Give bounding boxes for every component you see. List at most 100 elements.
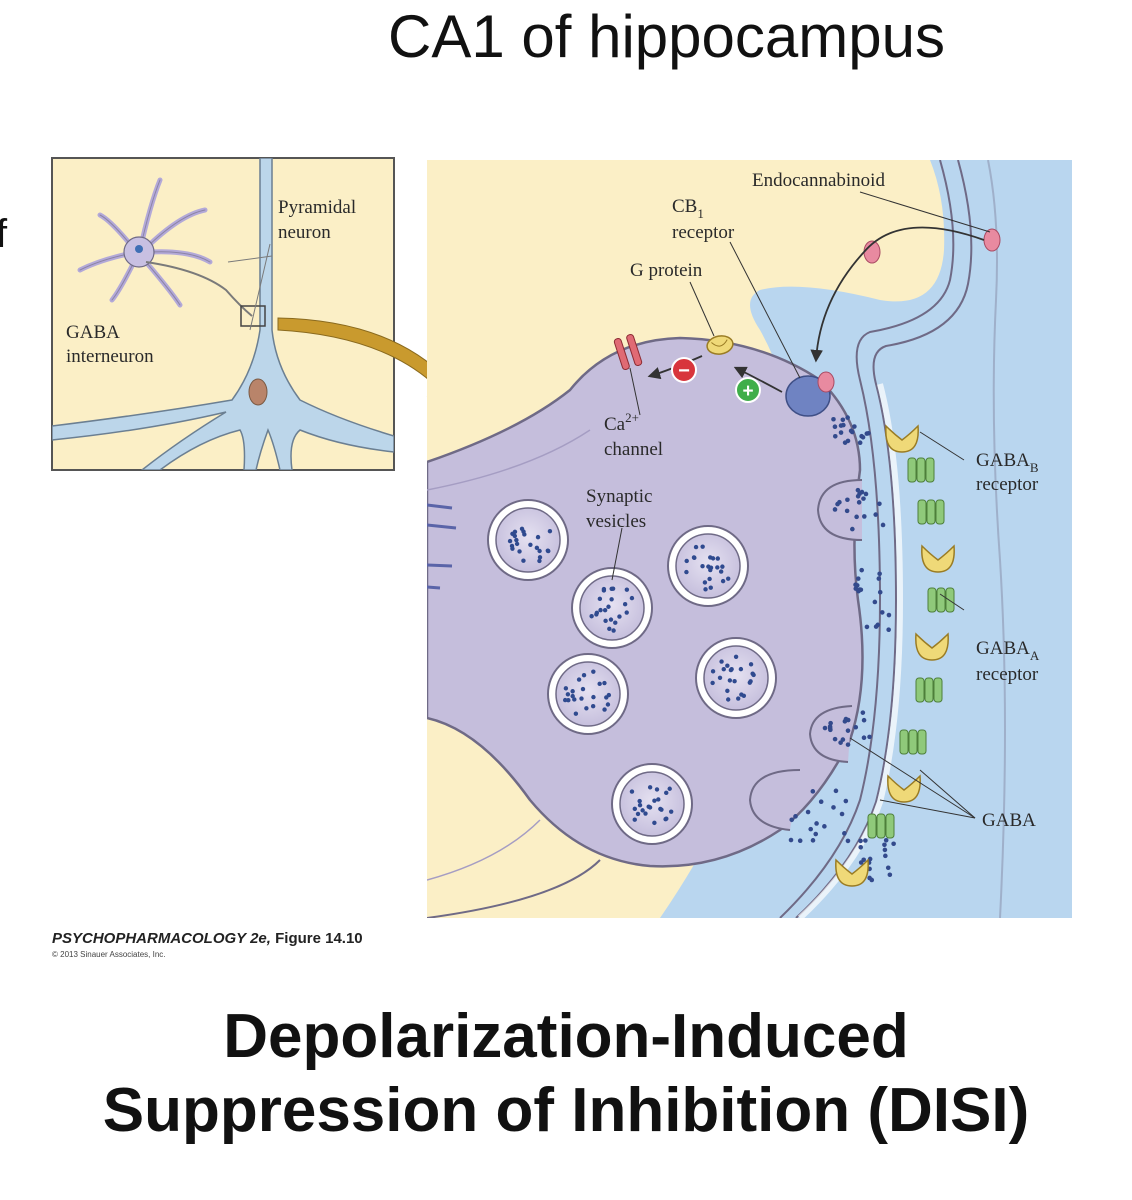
- ca-text: Ca: [604, 414, 626, 435]
- slide-caption: Depolarization-Induced Suppression of In…: [0, 1000, 1132, 1148]
- gaba-dot: [845, 838, 851, 844]
- pyramidal-neuron: [52, 158, 394, 470]
- plus-symbol: +: [742, 381, 753, 402]
- gaba-dot: [883, 853, 888, 859]
- vesicles-label-line1: Synaptic: [586, 486, 653, 507]
- gaba-dot: [822, 725, 828, 731]
- gabab-receptor: [835, 858, 869, 887]
- gaba-dot: [886, 612, 892, 618]
- activation-sign: +: [735, 377, 761, 403]
- gaba-dot: [864, 624, 870, 630]
- gabab-subscript: B: [1030, 460, 1039, 475]
- gaba-dot: [845, 742, 851, 747]
- gaba-dot: [856, 500, 862, 505]
- gaba-dot: [867, 856, 873, 862]
- vesicle: [487, 499, 569, 581]
- gabaa-receptor: [899, 729, 927, 755]
- gabab-receptors: [835, 424, 955, 887]
- gaba-dot: [877, 571, 882, 577]
- caption-line-1: Depolarization-Induced: [223, 1002, 909, 1071]
- gaba-dot: [850, 526, 855, 532]
- ca-channel-label-line1: Ca2+: [604, 410, 639, 435]
- gaba-dot: [855, 576, 861, 581]
- gaba-interneuron-label-line1: GABA: [66, 322, 120, 343]
- gaba-dot: [844, 508, 850, 514]
- gabaa-receptor: [915, 677, 943, 703]
- vesicle: [611, 763, 693, 845]
- gaba-dot: [845, 497, 850, 503]
- inset-panel: Pyramidal neuron GABA interneuron: [51, 157, 395, 471]
- endocannabinoid-molecule: [983, 228, 1001, 252]
- gaba-dot: [885, 865, 891, 871]
- gaba-dot: [857, 440, 863, 446]
- gaba-interneuron-label-line2: interneuron: [66, 346, 154, 367]
- gaba-dot: [818, 799, 824, 805]
- gaba-dot: [891, 841, 896, 847]
- gaba-dot: [861, 717, 867, 723]
- gabab-receptor: [887, 774, 921, 803]
- gaba-dot: [842, 719, 848, 724]
- gaba-dot: [827, 725, 833, 731]
- gaba-dot: [810, 789, 816, 794]
- gabaa-label-line2: receptor: [976, 664, 1039, 685]
- inset-zoom-box: [240, 305, 266, 327]
- gaba-dot: [853, 724, 859, 730]
- gaba-dot: [862, 514, 867, 519]
- cb1-label-line1: CB1: [672, 196, 704, 221]
- gaba-dot: [857, 491, 862, 497]
- gaba-dot: [854, 583, 860, 588]
- gaba-dot: [832, 736, 838, 742]
- gaba-dot: [822, 824, 827, 829]
- gaba-dot: [837, 499, 842, 505]
- synaptic-vesicles: [487, 499, 777, 845]
- gaba-dot: [831, 805, 836, 810]
- slide-title: CA1 of hippocampus: [388, 3, 945, 70]
- gaba-dot: [877, 589, 883, 595]
- gabab-receptor: [885, 424, 919, 453]
- endocannabinoid-label: Endocannabinoid: [752, 170, 885, 191]
- gaba-dot: [866, 430, 871, 436]
- gaba-dot: [877, 501, 882, 507]
- gaba-dot: [842, 831, 847, 836]
- caption-line-2: Suppression of Inhibition (DISI): [102, 1076, 1030, 1145]
- gaba-dot: [828, 720, 833, 726]
- gaba-dot: [788, 837, 794, 843]
- gaba-label: GABA: [982, 810, 1036, 831]
- vesicle: [695, 637, 777, 719]
- vesicles-label-line2: vesicles: [586, 511, 646, 532]
- gaba-dot: [789, 817, 795, 823]
- gaba-dot: [867, 734, 872, 740]
- gaba-dot: [861, 496, 866, 501]
- gaba-dot: [873, 624, 879, 629]
- gaba-molecules: [788, 415, 896, 883]
- gabaa-receptor: [867, 813, 895, 839]
- gaba-dot: [861, 735, 867, 741]
- copyright-notice: © 2013 Sinauer Associates, Inc.: [52, 950, 166, 959]
- axon-lines: [427, 503, 457, 590]
- minus-symbol: −: [678, 360, 690, 382]
- cb1-subscript: 1: [697, 206, 704, 221]
- gaba-dot: [858, 860, 864, 865]
- gaba-dot: [859, 567, 864, 573]
- gaba-dot: [810, 838, 816, 843]
- cb1-label-line2: receptor: [672, 222, 735, 243]
- gaba-dot: [813, 831, 819, 837]
- gaba-dot: [883, 838, 889, 843]
- gaba-dot: [882, 847, 888, 853]
- gaba-dot: [793, 814, 798, 819]
- gaba-dot: [860, 434, 866, 440]
- gaba-dot: [832, 424, 838, 430]
- gabaa-receptor: [917, 499, 945, 525]
- vesicle: [667, 525, 749, 607]
- gaba-dot: [887, 872, 893, 878]
- gaba-dot: [869, 877, 875, 883]
- ca-channel: [613, 333, 643, 371]
- gaba-dot: [882, 842, 887, 848]
- gaba-interneuron: [77, 177, 253, 317]
- gaba-dot: [886, 627, 891, 632]
- gabab-receptor: [921, 544, 955, 573]
- gaba-dot: [854, 514, 859, 520]
- vesicle: [571, 567, 653, 649]
- inhibition-sign: −: [671, 357, 697, 383]
